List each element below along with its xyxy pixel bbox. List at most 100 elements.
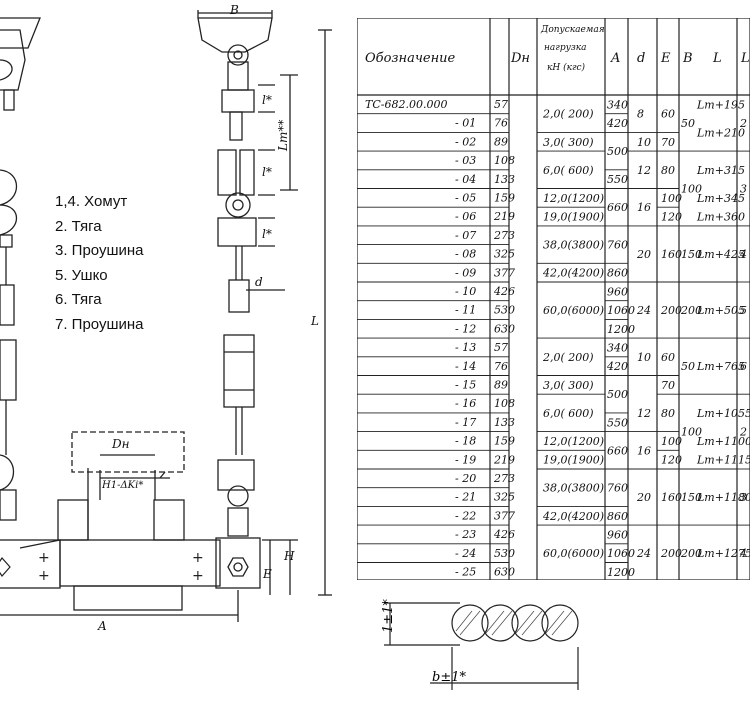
designation-cell: - 22: [455, 509, 476, 522]
legend-item: 1,4. Хомут: [55, 193, 128, 210]
L-cell: Lт+505: [696, 304, 745, 317]
A-cell: 960: [607, 528, 628, 541]
extra-cell: 3: [740, 491, 747, 504]
A-cell: 860: [607, 510, 628, 523]
A-cell: 500: [607, 145, 628, 158]
d-cell: 12: [637, 164, 651, 177]
dn-cell: 76: [494, 117, 508, 130]
A-cell: 760: [607, 239, 628, 252]
dim-d-label: d: [255, 275, 263, 289]
svg-text:+: +: [192, 550, 204, 566]
A-cell: 1060: [607, 547, 635, 560]
load-cell: 6,0( 600): [543, 407, 594, 420]
svg-text:+: +: [38, 550, 50, 566]
L-cell: Lт+1100: [696, 435, 750, 448]
load-cell: 60,0(6000): [543, 304, 604, 317]
E-cell: 120: [661, 454, 682, 467]
B-cell: 100: [681, 426, 702, 439]
designation-cell: - 15: [455, 379, 476, 392]
load-cell: 19,0(1900): [543, 211, 604, 224]
B-cell: 150: [681, 491, 702, 504]
load-cell: 38,0(3800): [543, 482, 604, 495]
dn-cell: 76: [494, 360, 508, 373]
dn-cell: 133: [494, 416, 515, 429]
extra-cell: 5: [740, 304, 747, 317]
A-cell: 500: [607, 388, 628, 401]
header-dn: Dн: [510, 51, 530, 66]
designation-cell: - 03: [455, 154, 476, 167]
designation-cell: - 19: [455, 453, 476, 466]
hanger-assembly-drawing: ++ ++ B Lт** l* l* l* d L Dн H1-ΔKi* H E…: [0, 3, 332, 633]
B-cell: 200: [680, 547, 702, 560]
d-cell: 16: [637, 201, 651, 214]
header-load-3: кН (кгс): [547, 62, 586, 73]
A-cell: 860: [607, 267, 628, 280]
d-cell: 16: [637, 444, 651, 457]
dn-cell: 426: [493, 528, 515, 541]
L-cell: Lт+1275: [696, 547, 750, 560]
dn-cell: 133: [494, 173, 515, 186]
dn-cell: 377: [494, 266, 515, 279]
L-cell: Lт+1180: [696, 491, 750, 504]
E-cell: 100: [661, 435, 682, 448]
designation-cell: - 20: [455, 472, 476, 485]
d-cell: 24: [636, 547, 651, 560]
dim-A-label: A: [97, 619, 107, 633]
load-cell: 38,0(3800): [543, 239, 604, 252]
load-cell: 2,0( 200): [542, 108, 594, 121]
A-cell: 660: [607, 444, 628, 457]
designation-cell: - 08: [455, 248, 476, 261]
dim-Dn-label: Dн: [111, 437, 130, 451]
load-cell: 3,0( 300): [543, 136, 594, 149]
load-cell: 6,0( 600): [543, 164, 594, 177]
specification-table: Обозначение Dн Допускаемая нагрузка кН (…: [357, 18, 750, 580]
A-cell: 420: [606, 360, 628, 373]
dim-L-label: L: [310, 314, 319, 328]
designation-cell: - 11: [455, 304, 476, 317]
load-cell: 42,0(4200): [542, 267, 604, 280]
extra-cell: 2: [739, 117, 747, 130]
dn-cell: 530: [494, 304, 515, 317]
A-cell: 1060: [607, 304, 635, 317]
E-cell: 80: [661, 407, 675, 420]
load-cell: 3,0( 300): [543, 379, 594, 392]
A-cell: 340: [607, 341, 628, 354]
designation-cell: - 16: [455, 397, 476, 410]
dim-E-label: E: [262, 567, 272, 581]
B-cell: 50: [681, 117, 695, 130]
dn-cell: 108: [494, 397, 515, 410]
L-cell: Lт+1115: [696, 454, 750, 467]
A-cell: 340: [607, 98, 628, 111]
header-A: A: [610, 51, 620, 66]
merged-cells: 2,0( 200) 3,0( 300) 6,0( 600) 12,0(1200) 19,…: [537, 98, 750, 579]
dn-cell: 426: [493, 285, 515, 298]
legend-item: 5. Ушко: [55, 266, 108, 284]
designation-cell: - 09: [455, 266, 476, 279]
designation-cell: - 17: [455, 416, 476, 429]
designation-cell: - 01: [455, 117, 476, 130]
header-load-2: нагрузка: [544, 43, 586, 53]
dn-cell: 530: [494, 547, 515, 560]
header-d: d: [637, 51, 645, 66]
dn-cell: 159: [494, 435, 515, 448]
designation-cell: - 05: [455, 192, 476, 205]
legend-item: 7. Проушина: [55, 315, 144, 333]
load-cell: 12,0(1200): [543, 435, 604, 448]
designation-cell: - 23: [455, 528, 476, 541]
A-cell: 1200: [607, 566, 635, 579]
dn-cell: 89: [494, 135, 508, 148]
d-cell: 20: [636, 491, 651, 504]
dn-cell: 108: [494, 154, 515, 167]
designation-cell: - 25: [455, 566, 476, 579]
dn-cell: 159: [494, 192, 515, 205]
d-cell: 12: [637, 407, 651, 420]
L-cell: Lт+195: [696, 98, 745, 111]
A-cell: 420: [606, 117, 628, 130]
designation-cell: - 02: [455, 135, 476, 148]
parts-legend: 1,4. Хомут 2. Тяга 3. Проушина 5. Ушко 6…: [55, 190, 144, 337]
E-cell: 160: [661, 491, 682, 504]
designation-cell: - 04: [455, 173, 476, 186]
A-cell: 760: [607, 482, 628, 495]
designation-cell: - 24: [455, 547, 476, 560]
